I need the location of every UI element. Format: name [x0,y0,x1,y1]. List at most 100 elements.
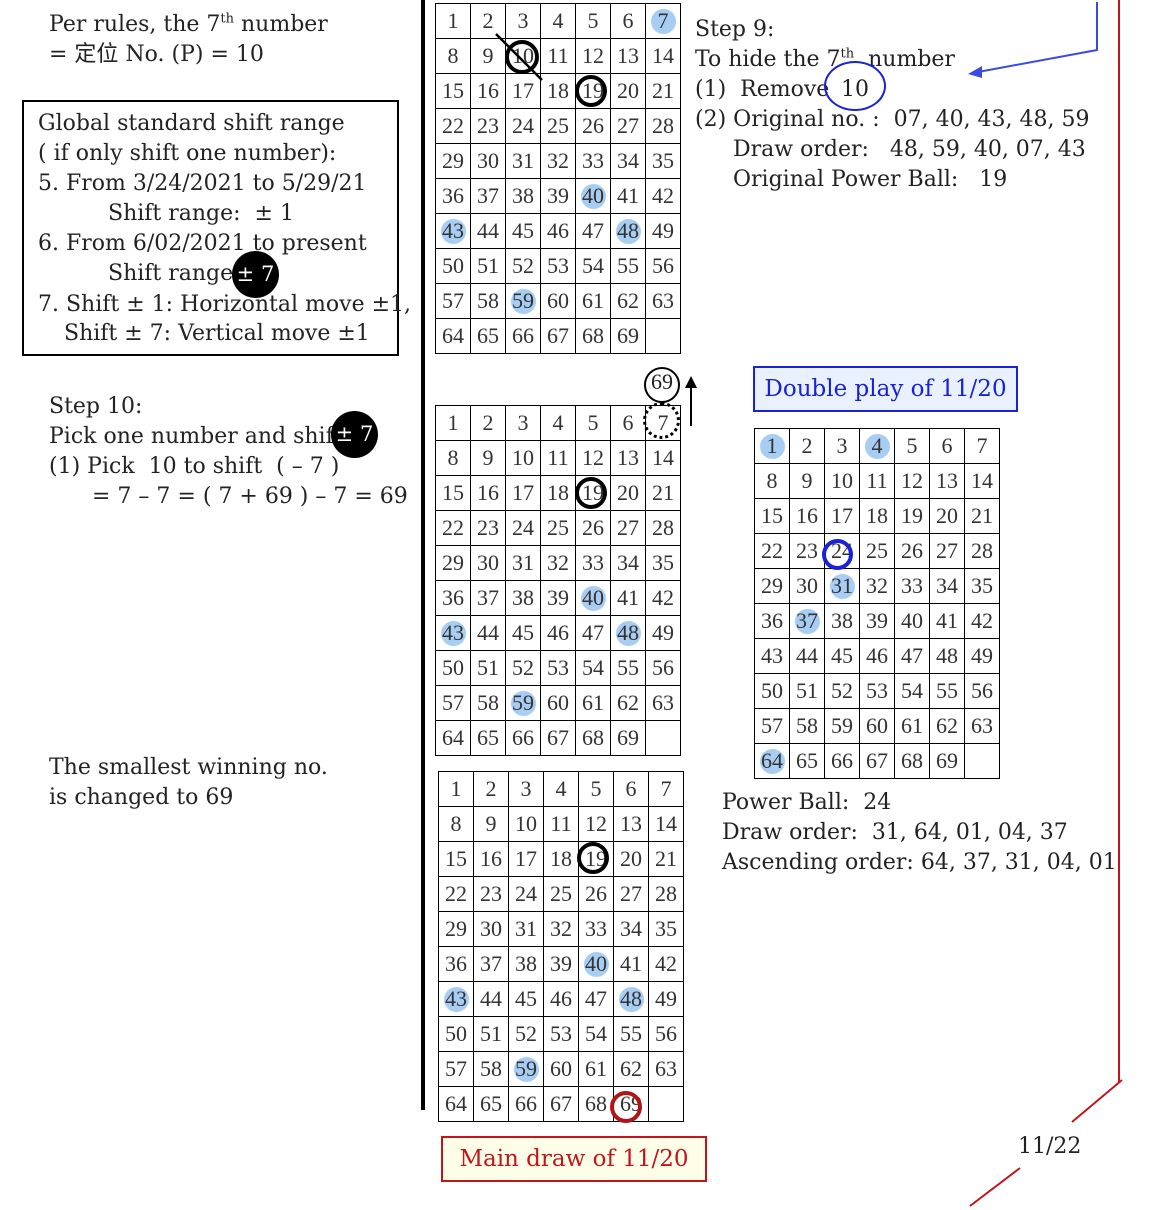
grid-cell-8: 8 [435,38,471,74]
grid-cell-53: 53 [859,673,895,709]
grid-cell-53: 53 [540,248,576,284]
grid-cell-35: 35 [645,143,681,179]
grid-cell-13: 13 [613,806,649,842]
grid-cell-62: 62 [929,708,965,744]
grid-cell-41: 41 [613,946,649,982]
ring-19-grid-3 [577,842,609,874]
grid-cell-26: 26 [575,510,611,546]
grid-cell-49: 49 [645,213,681,249]
grid-cell-12: 12 [578,806,614,842]
grid-cell-64: 64 [435,318,471,354]
grid-cell-39: 39 [540,580,576,616]
grid-cell-28: 28 [648,876,684,912]
grid-cell-50: 50 [435,650,471,686]
grid-cell-18: 18 [540,73,576,109]
grid-cell-42: 42 [645,580,681,616]
per-rules-line-1: Per rules, the 7th number [49,10,328,40]
grid-cell-12: 12 [575,440,611,476]
grid-cell-23: 23 [470,108,506,144]
grid-cell-8: 8 [435,440,471,476]
grid-cell-10: 10 [508,806,544,842]
grid-cell-36: 36 [754,603,790,639]
grid-cell-8: 8 [754,463,790,499]
grid-cell-68: 68 [578,1086,614,1122]
grid-cell-37: 37 [789,603,825,639]
grid-cell-64: 64 [754,743,790,779]
grid-cell-67: 67 [859,743,895,779]
grid-cell-55: 55 [929,673,965,709]
grid-cell-16: 16 [470,475,506,511]
grid-cell-66: 66 [505,720,541,756]
grid-cell-32: 32 [543,911,579,947]
grid-cell-52: 52 [505,650,541,686]
grid-cell-46: 46 [540,615,576,651]
box-line-7: 7. Shift ± 1: Horizontal move ±1, [38,292,412,317]
grid-cell-32: 32 [859,568,895,604]
step10-line-1: Pick one number and shift [49,424,343,449]
grid-cell-11: 11 [859,463,895,499]
grid-cell-22: 22 [435,108,471,144]
grid-cell-21: 21 [645,73,681,109]
grid-cell-14: 14 [648,806,684,842]
grid-cell-51: 51 [470,650,506,686]
grid-cell-40: 40 [575,178,611,214]
grid-cell-30: 30 [470,545,506,581]
grid-cell-36: 36 [435,178,471,214]
grid-cell-48: 48 [610,213,646,249]
grid-cell-empty [648,1086,684,1122]
box-line-1: Global standard shift range [38,111,345,136]
grid-cell-5: 5 [578,771,614,807]
grid-cell-35: 35 [645,545,681,581]
grid-cell-empty [645,318,681,354]
per-rules-text: Per rules, the 7 [49,12,221,37]
grid-cell-33: 33 [575,545,611,581]
grid-cell-22: 22 [754,533,790,569]
grid-cell-46: 46 [859,638,895,674]
step9-line-3: (2) Original no. : 07, 40, 43, 48, 59 [695,107,1090,132]
grid-cell-2: 2 [470,3,506,39]
strike-line [495,33,543,81]
grid-cell-54: 54 [575,650,611,686]
grid-cell-57: 57 [435,283,471,319]
grid-cell-33: 33 [578,911,614,947]
per-rules-line-2: = 定位 No. (P) = 10 [49,42,264,67]
grid-cell-31: 31 [508,911,544,947]
grid-cell-17: 17 [505,475,541,511]
grid-cell-15: 15 [435,73,471,109]
grid-cell-8: 8 [438,806,474,842]
grid-cell-58: 58 [473,1051,509,1087]
box-line-4: Shift range: ± 1 [108,201,294,226]
grid-cell-23: 23 [470,510,506,546]
grid-cell-31: 31 [505,545,541,581]
grid-cell-6: 6 [929,428,965,464]
grid-cell-66: 66 [505,318,541,354]
grid-cell-48: 48 [929,638,965,674]
grid-cell-45: 45 [824,638,860,674]
grid-cell-14: 14 [964,463,1000,499]
grid-cell-50: 50 [754,673,790,709]
grid-cell-3: 3 [508,771,544,807]
step9-line-1: To hide the 7th number [695,45,955,75]
red-diagonal-upper [1071,1079,1123,1123]
grid-cell-49: 49 [964,638,1000,674]
step10-line-3: = 7 – 7 = ( 7 + 69 ) – 7 = 69 [92,484,408,509]
grid-cell-16: 16 [789,498,825,534]
grid-cell-41: 41 [929,603,965,639]
grid-cell-47: 47 [575,213,611,249]
